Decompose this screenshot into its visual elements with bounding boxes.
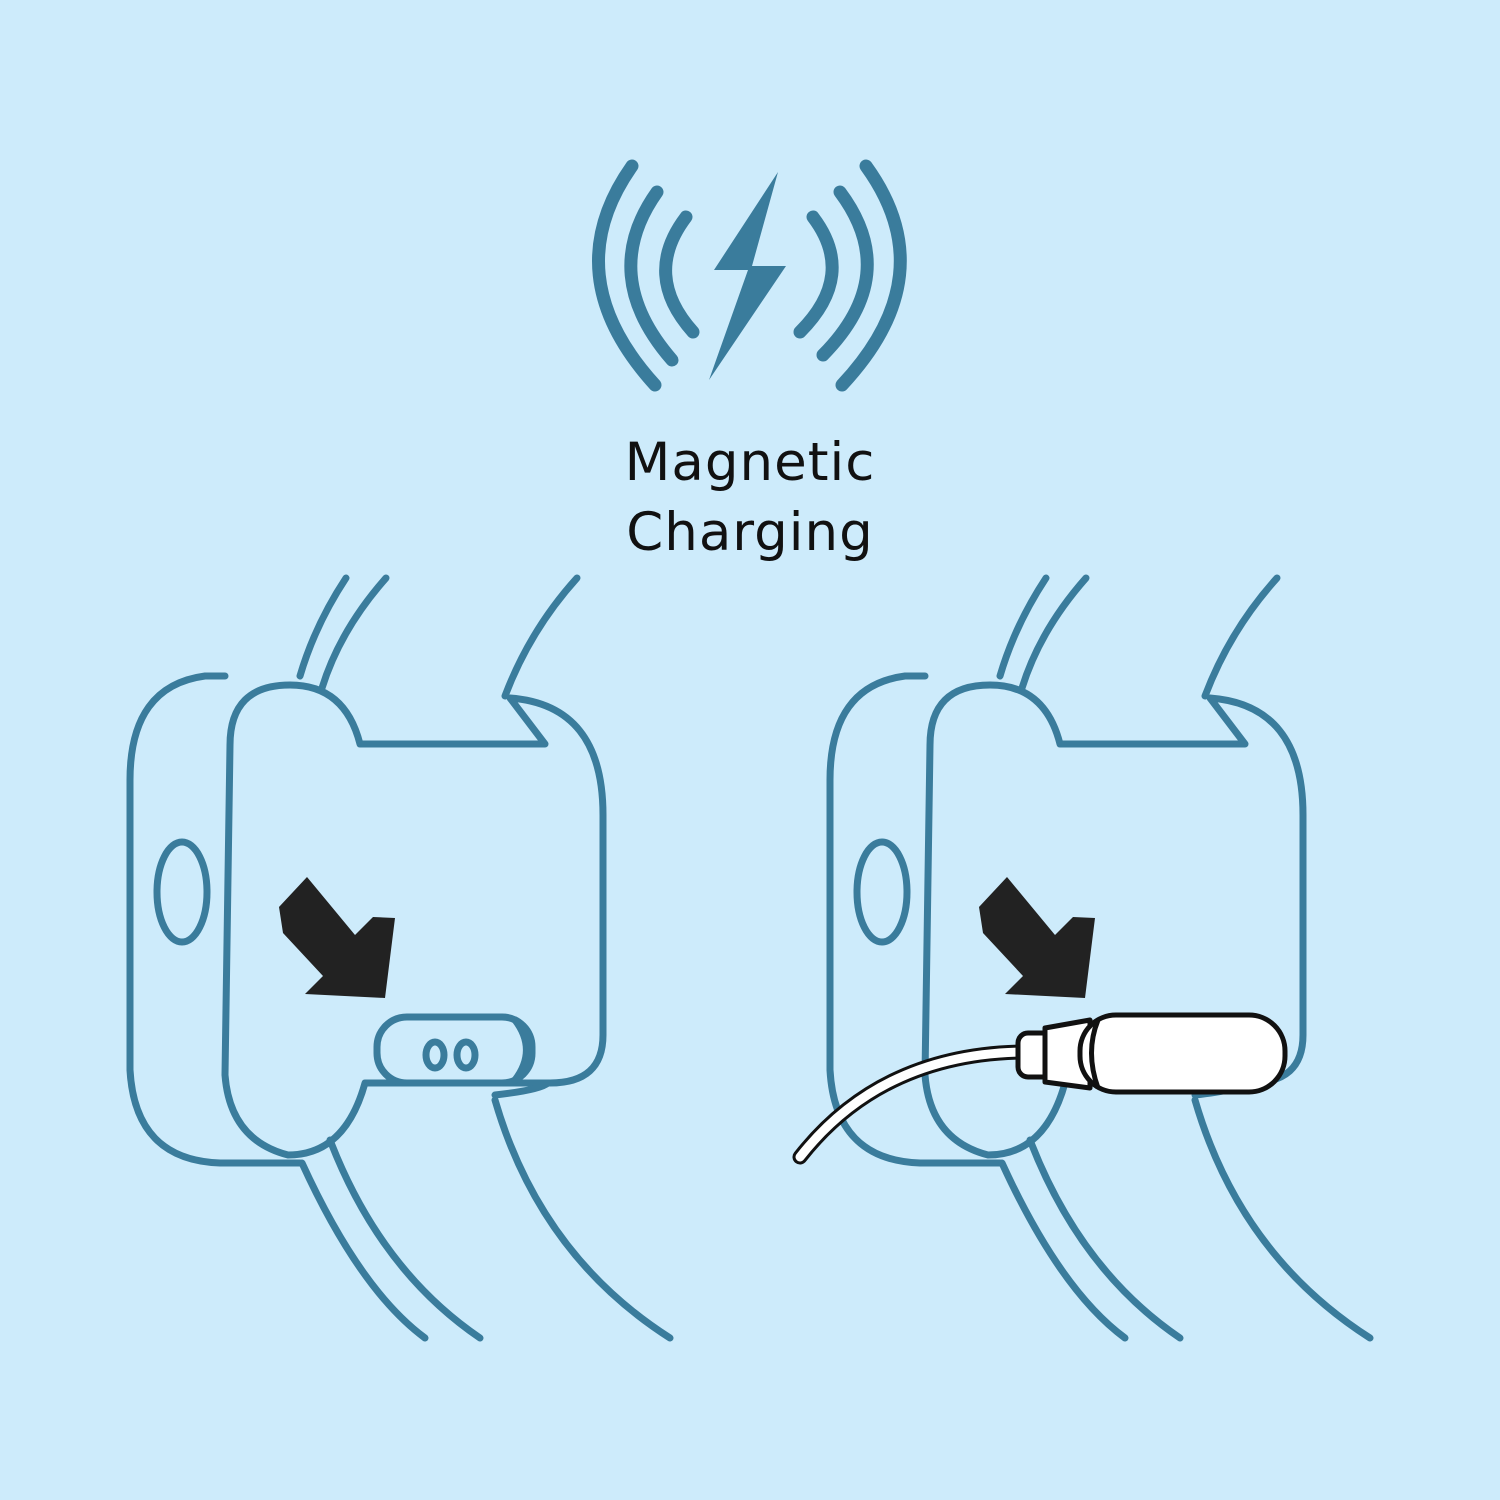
strap-top-line-3 xyxy=(501,574,581,700)
port-contact-2 xyxy=(453,1038,479,1072)
case-back xyxy=(826,672,1004,1167)
case-front xyxy=(221,681,607,1159)
magnetic-charger-connector xyxy=(1015,1012,1288,1095)
strap-bottom-line-1 xyxy=(998,1159,1129,1342)
wave-right-inner xyxy=(793,210,839,339)
wave-right-outer xyxy=(835,159,907,392)
strap-top-line-2 xyxy=(1018,574,1090,692)
case-back xyxy=(126,672,304,1167)
charging-cable xyxy=(792,1044,1028,1165)
strap-top-line-1 xyxy=(296,574,350,680)
wave-left-outer xyxy=(592,159,662,392)
strap-top-line-2 xyxy=(318,574,390,692)
strap-bottom-loop xyxy=(491,1079,552,1099)
caption: Magnetic Charging xyxy=(560,428,940,568)
connector-collar xyxy=(1042,1017,1093,1091)
strap-bottom-line-2 xyxy=(326,1136,484,1342)
strap-top-line-1 xyxy=(996,574,1050,680)
charging-port-edge xyxy=(511,1016,530,1084)
lightning-bolt-icon xyxy=(709,172,786,380)
strap-bottom-line-2 xyxy=(1026,1136,1184,1342)
arrow-down-right-icon xyxy=(279,877,395,998)
port-contact-1 xyxy=(422,1038,448,1072)
connector-head xyxy=(1077,1012,1288,1095)
strap-top-line-3 xyxy=(1201,574,1281,700)
case-front xyxy=(921,681,1307,1159)
wave-left-inner xyxy=(659,210,700,339)
connector-head-edge xyxy=(1089,1019,1101,1089)
watch-left xyxy=(126,574,674,1342)
wireless-charging-icon xyxy=(592,159,907,392)
wave-left-middle xyxy=(624,185,679,367)
wave-right-middle xyxy=(816,185,874,362)
charging-port xyxy=(373,1013,536,1087)
strap-bottom-line-1 xyxy=(298,1159,429,1342)
strap-bottom-line-3 xyxy=(491,1096,674,1342)
caption-line-1: Magnetic xyxy=(624,432,876,493)
caption-line-2: Charging xyxy=(626,502,874,563)
crown xyxy=(853,838,911,946)
watch-right xyxy=(826,574,1374,1342)
strap-bottom-line-3 xyxy=(1191,1096,1374,1342)
arrow-down-right-icon xyxy=(979,877,1095,998)
crown xyxy=(153,838,211,946)
